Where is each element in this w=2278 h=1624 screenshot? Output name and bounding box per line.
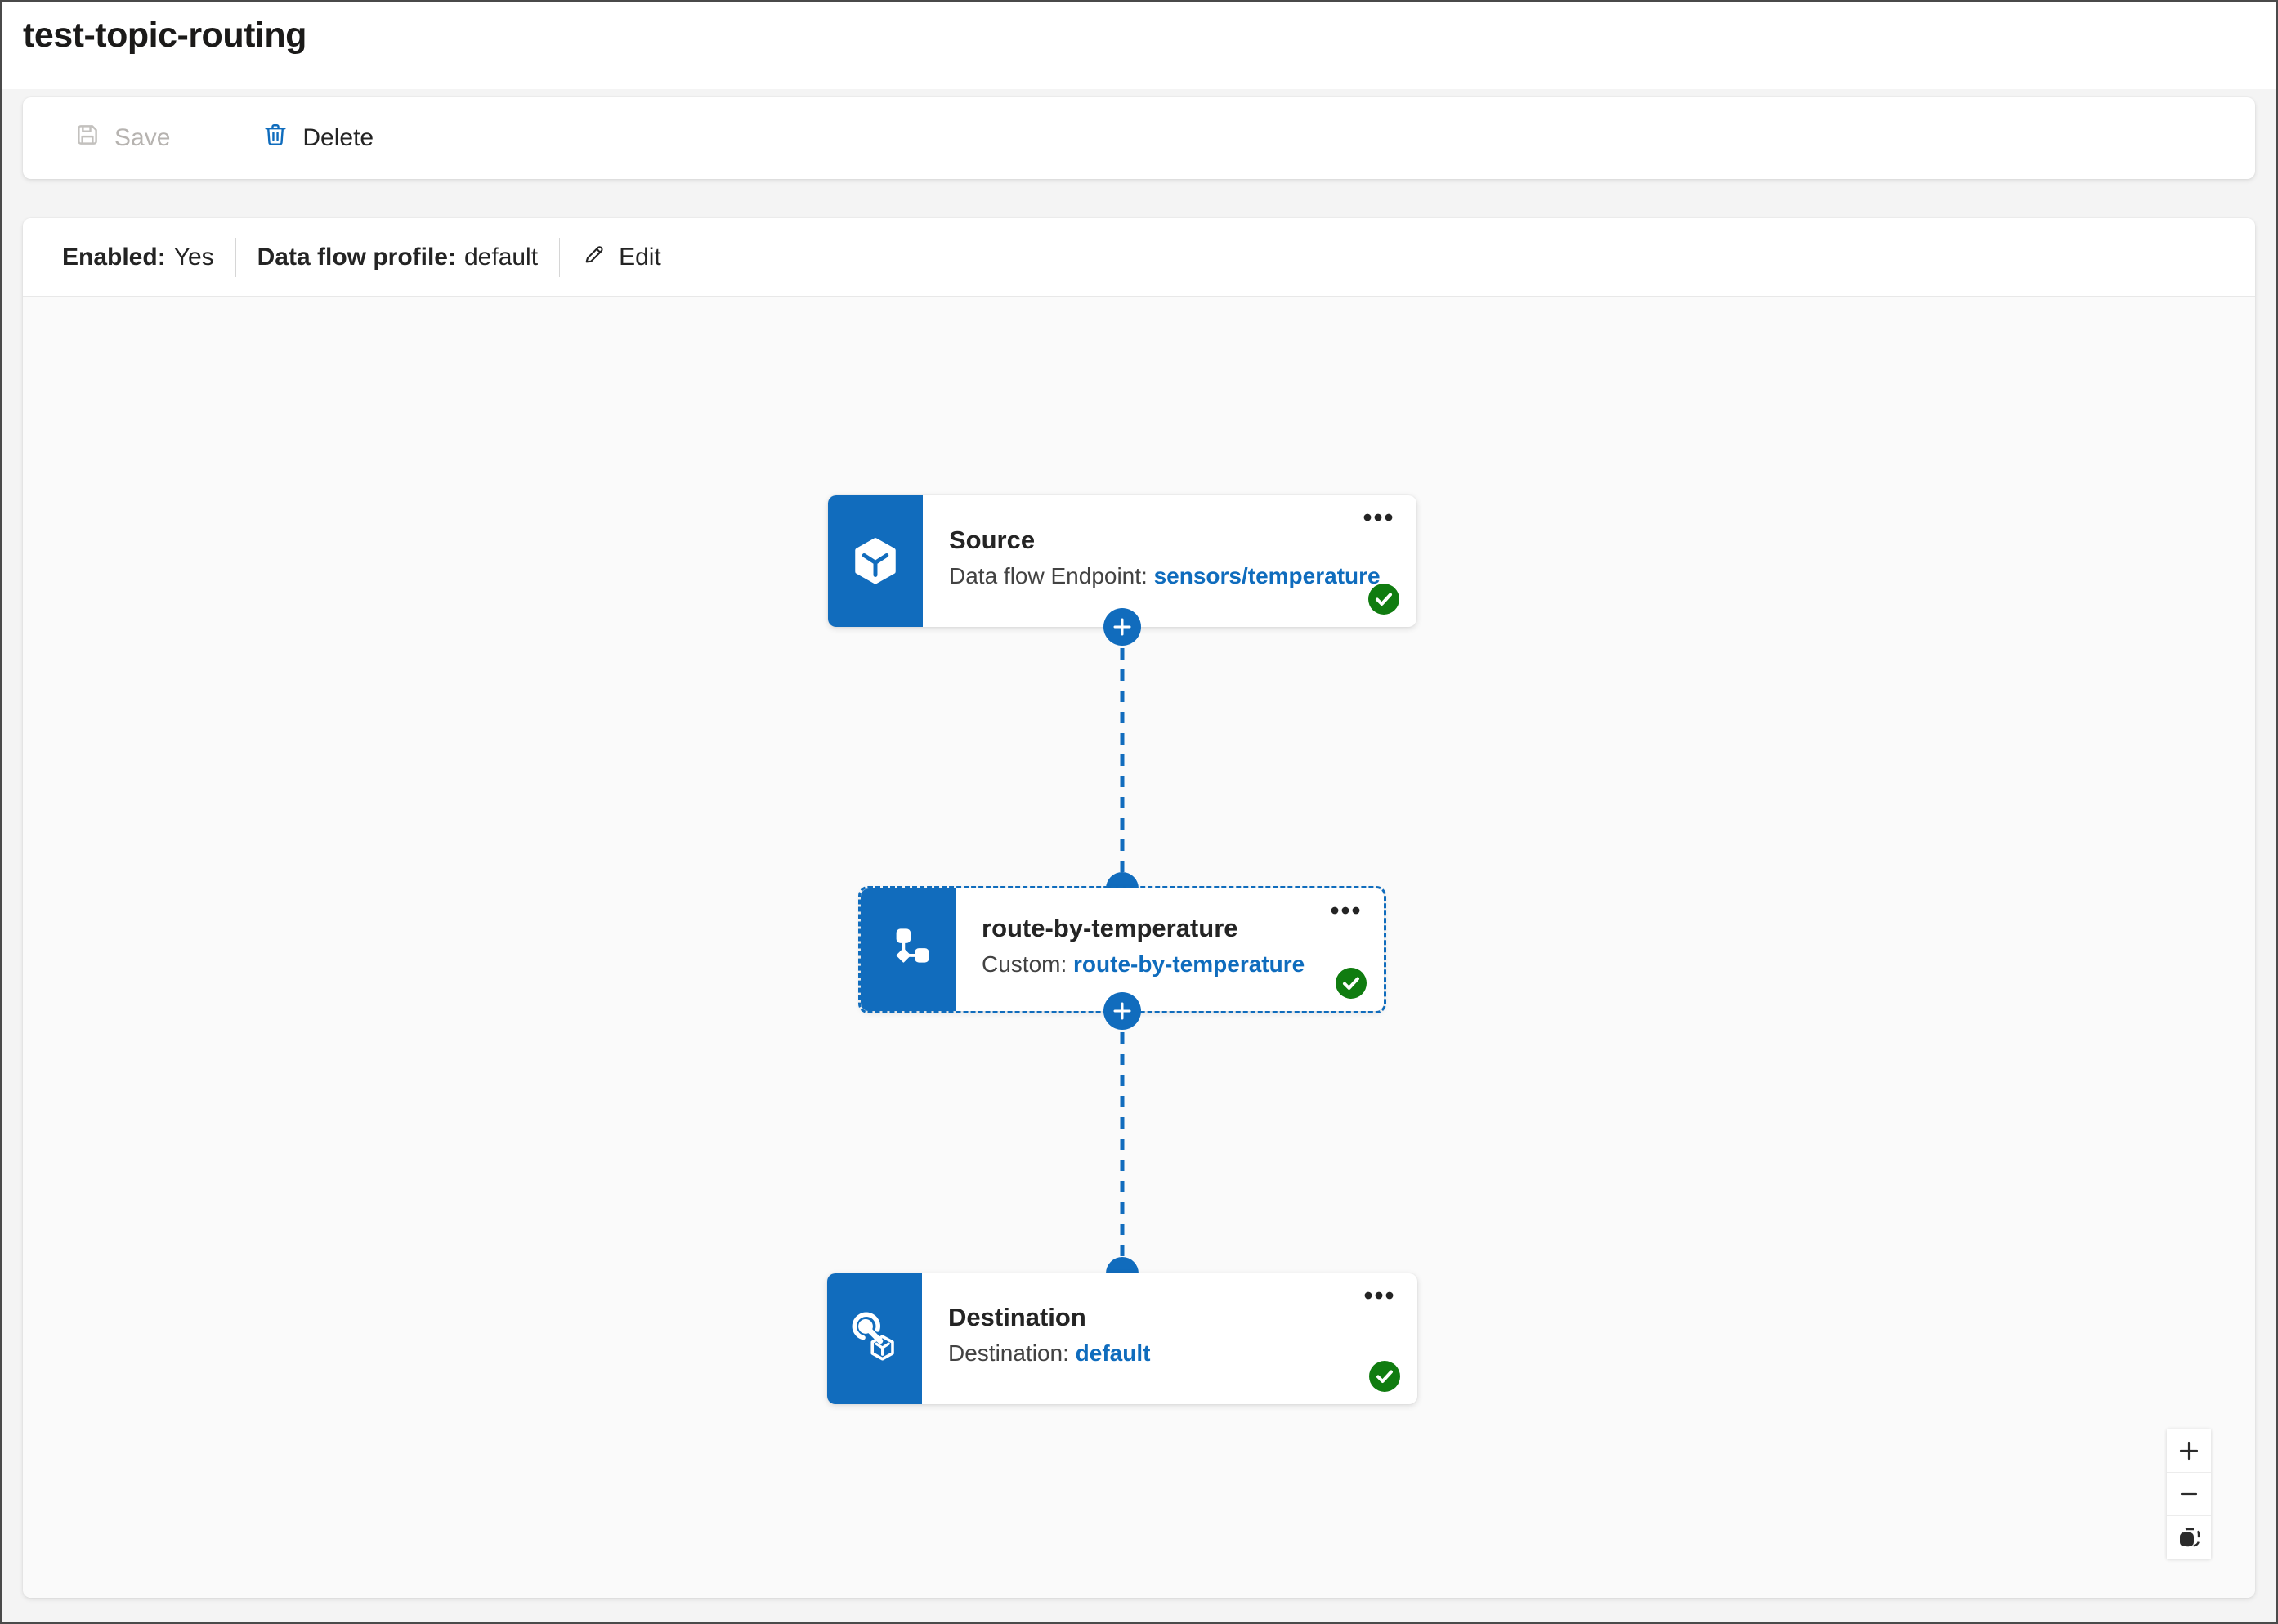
dataflow-status-bar: Enabled: Yes Data flow profile: default … [23,218,2255,297]
divider [235,237,236,277]
valid-check-icon [1335,967,1367,1000]
node-subtitle: Destination: default [948,1340,1385,1367]
subtitle-label: Data flow Endpoint: [949,562,1148,588]
node-destination-body: Destination Destination: default [922,1273,1417,1404]
profile-status: Data flow profile: default [257,244,538,271]
profile-label: Data flow profile: [257,243,456,271]
dataflow-editor: Enabled: Yes Data flow profile: default … [23,218,2255,1598]
node-subtitle: Data flow Endpoint: sensors/temperature [949,563,1384,589]
add-stage-button[interactable] [1103,992,1141,1030]
more-options-button[interactable] [1325,900,1366,921]
enabled-label: Enabled: [62,243,166,271]
valid-check-icon [1368,1360,1401,1393]
save-button-label: Save [114,124,171,151]
delete-button-label: Delete [302,124,374,151]
node-transform-body: route-by-temperature Custom: route-by-te… [956,888,1384,1011]
destination-target-icon [827,1273,922,1404]
node-transform[interactable]: route-by-temperature Custom: route-by-te… [858,886,1386,1013]
node-title: route-by-temperature [982,914,1238,942]
valid-check-icon [1367,583,1400,615]
edit-button-label: Edit [619,243,661,271]
node-source-body: Source Data flow Endpoint: sensors/tempe… [923,495,1416,627]
node-destination[interactable]: Destination Destination: default [827,1273,1417,1404]
edit-button[interactable]: Edit [581,241,661,274]
delete-button[interactable]: Delete [262,121,374,155]
node-title: Destination [948,1303,1086,1331]
save-icon [74,121,101,155]
node-source[interactable]: Source Data flow Endpoint: sensors/tempe… [828,495,1416,627]
zoom-in-button[interactable] [2167,1429,2211,1472]
page-header: test-topic-routing [2,2,2276,89]
source-cube-icon [828,495,923,627]
destination-link[interactable]: default [1075,1340,1151,1366]
edit-pen-icon [581,241,607,274]
subtitle-label: Destination: [948,1340,1069,1366]
transform-link[interactable]: route-by-temperature [1073,951,1305,977]
enabled-value: Yes [173,243,214,271]
subtitle-label: Custom: [982,951,1067,977]
flow-canvas[interactable]: Source Data flow Endpoint: sensors/tempe… [23,297,2255,1598]
zoom-out-button[interactable] [2167,1472,2211,1515]
canvas-zoom-controls [2167,1429,2211,1559]
more-options-button[interactable] [1358,507,1399,528]
trash-icon [262,121,289,155]
divider [559,237,561,277]
transform-branch-icon [861,888,956,1011]
more-options-button[interactable] [1358,1285,1399,1306]
command-bar: Save Delete [23,97,2255,179]
fit-view-button[interactable] [2167,1515,2211,1559]
node-subtitle: Custom: route-by-temperature [982,951,1351,978]
connector-lines [1120,627,1125,1273]
enabled-status: Enabled: Yes [62,244,214,271]
profile-value: default [463,243,539,271]
save-button[interactable]: Save [74,121,170,155]
add-stage-button[interactable] [1103,608,1141,646]
endpoint-link[interactable]: sensors/temperature [1153,562,1381,588]
page-title: test-topic-routing [23,16,307,55]
node-title: Source [949,525,1036,554]
